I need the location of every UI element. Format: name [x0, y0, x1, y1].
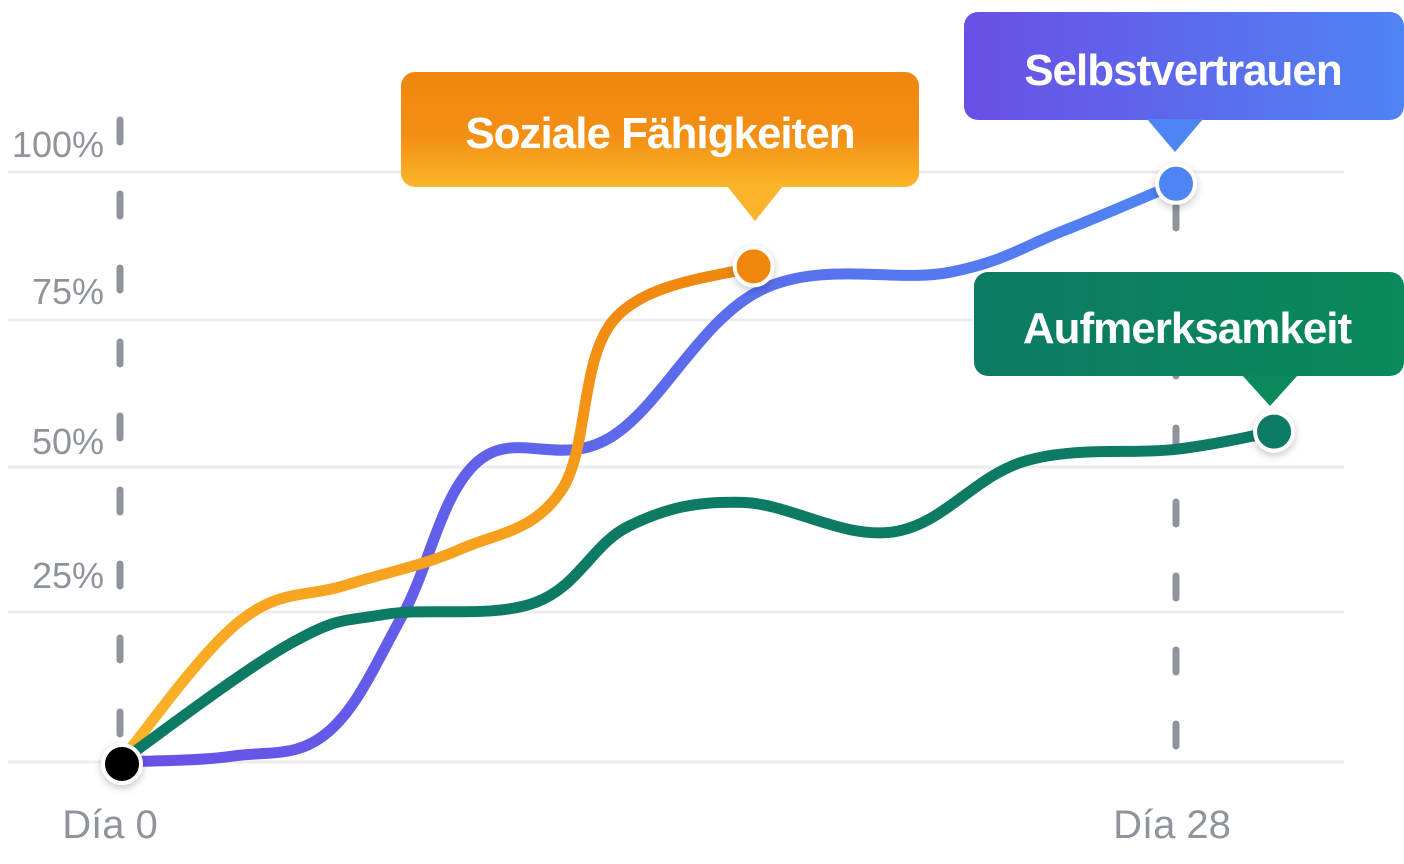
callout-label: Soziale Fähigkeiten	[465, 109, 854, 158]
end-marker-selbstvertrauen	[1155, 162, 1197, 205]
x-tick-label: Día 0	[62, 803, 158, 847]
callout-label: Aufmerksamkeit	[1023, 304, 1353, 353]
callout-box	[964, 12, 1404, 120]
x-axis-ticks: Día 0 Día 28	[62, 803, 1231, 847]
callout-label: Selbstvertrauen	[1024, 46, 1342, 95]
callout-pointer	[1242, 375, 1298, 406]
callout-box	[401, 72, 919, 187]
series-end-markers	[101, 162, 1296, 785]
y-tick-label: 75%	[32, 271, 104, 312]
series-callouts: Soziale Fähigkeiten SelbstvertrauenAufmer…	[401, 12, 1404, 406]
callout-pointer	[727, 186, 783, 221]
series-line-aufmerksamkeit	[114, 426, 1280, 768]
callout-aufmerksamkeit: Aufmerksamkeit	[974, 272, 1404, 406]
end-marker-soziale-f-higkeiten	[732, 245, 775, 288]
grid-lines	[8, 170, 1344, 764]
y-axis-ticks: 100% 75% 50% 25%	[12, 124, 104, 596]
series-line-soziale-f-higkeiten	[114, 260, 760, 768]
callout-box	[974, 272, 1404, 376]
callout-selbstvertrauen: Selbstvertrauen	[964, 12, 1404, 152]
y-tick-label: 25%	[32, 555, 104, 596]
callout-pointer	[1147, 119, 1203, 152]
y-tick-label: 100%	[12, 124, 104, 165]
end-marker-aufmerksamkeit	[1253, 410, 1296, 453]
series-line-selbstvertrauen	[114, 178, 1182, 768]
callout-soziale-f-higkeiten: Soziale Fähigkeiten	[401, 72, 919, 221]
x-tick-label: Día 28	[1113, 803, 1231, 847]
origin-marker	[101, 743, 143, 785]
axis-dashed-lines	[116, 116, 1180, 764]
y-tick-label: 50%	[32, 421, 104, 462]
series-lines	[114, 178, 1280, 768]
